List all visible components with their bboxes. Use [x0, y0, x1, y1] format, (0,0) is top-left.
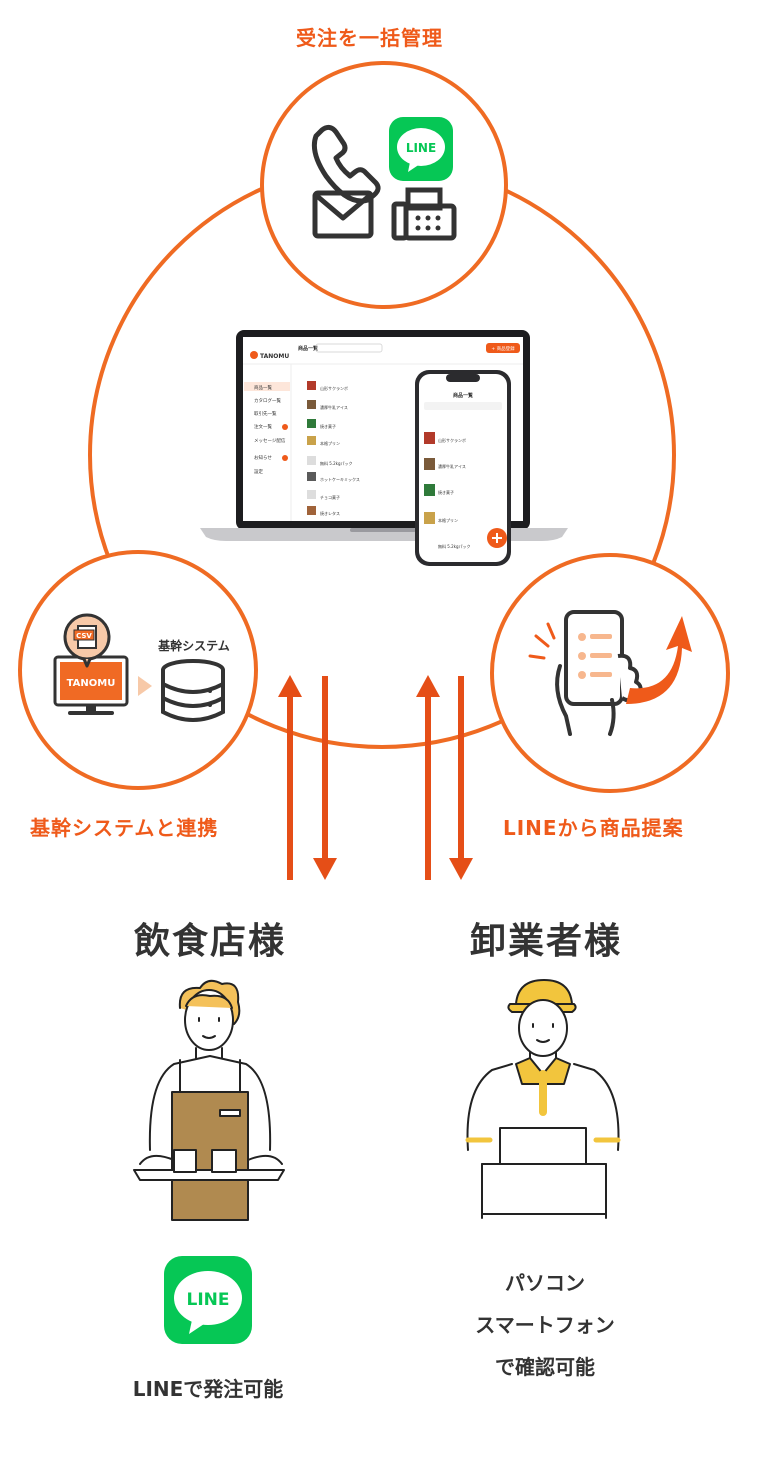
- line-proposal-circle: [490, 553, 730, 793]
- database-icon: [161, 659, 225, 722]
- svg-text:LINE: LINE: [406, 141, 436, 155]
- svg-text:無料 5.2kgパック: 無料 5.2kgパック: [320, 460, 353, 466]
- svg-text:注文一覧: 注文一覧: [254, 423, 272, 430]
- phone-icon: [311, 124, 381, 204]
- caption-line-2: スマートフォン: [475, 1313, 615, 1337]
- wholesaler-staff-illustration: [465, 979, 621, 1219]
- core-system-circle: TANOMU CSV 基幹システム: [18, 550, 258, 790]
- restaurant-staff-illustration: [133, 979, 285, 1221]
- svg-text:基幹システム: 基幹システム: [157, 638, 230, 653]
- share-arrow-icon: [626, 616, 692, 704]
- right-label: LINEから商品提案: [503, 816, 684, 840]
- svg-text:チョコ菓子: チョコ菓子: [320, 494, 340, 500]
- restaurant-caption: LINEで発注可能: [132, 1377, 284, 1401]
- svg-text:無料 5.2kgパック: 無料 5.2kgパック: [438, 543, 471, 549]
- fax-icon: [391, 187, 457, 241]
- desktop-sidebar: 商品一覧 カタログ一覧 取引先一覧 注文一覧 メッセージ配信 お知らせ 設定: [254, 384, 288, 475]
- svg-text:+ 商品登録: + 商品登録: [491, 345, 515, 352]
- svg-text:設定: 設定: [254, 468, 263, 475]
- svg-text:濃厚牛乳アイス: 濃厚牛乳アイス: [320, 404, 348, 410]
- svg-text:お知らせ: お知らせ: [254, 454, 272, 461]
- svg-text:本格プリン: 本格プリン: [320, 440, 340, 446]
- caption-line-3: で確認可能: [495, 1355, 595, 1379]
- caption-line-1: パソコン: [505, 1271, 585, 1295]
- svg-text:商品一覧: 商品一覧: [254, 384, 272, 391]
- flow-arrows: [278, 675, 473, 880]
- svg-text:カタログ一覧: カタログ一覧: [254, 397, 281, 404]
- svg-text:商品一覧: 商品一覧: [298, 345, 318, 352]
- svg-text:取引先一覧: 取引先一覧: [254, 410, 277, 417]
- restaurant-title: 飲食店様: [134, 921, 287, 962]
- line-logo-icon: LINE: [389, 117, 453, 181]
- svg-text:ホットケーキミックス: ホットケーキミックス: [320, 476, 360, 482]
- svg-text:CSV: CSV: [76, 632, 92, 640]
- smartphone-mockup: 商品一覧 山形サクランボ 濃厚牛乳アイス 焼き菓子 本格プリン 無料 5.2kg…: [415, 370, 511, 566]
- svg-text:メッセージ配信: メッセージ配信: [254, 437, 286, 444]
- svg-text:LINE: LINE: [187, 1290, 230, 1310]
- svg-text:TANOMU: TANOMU: [67, 678, 116, 689]
- desktop-product-list: 山形サクランボ 濃厚牛乳アイス 焼き菓子 本格プリン 無料 5.2kgパック ホ…: [307, 381, 360, 516]
- top-label: 受注を一括管理: [296, 26, 443, 50]
- svg-text:商品一覧: 商品一覧: [453, 392, 473, 399]
- left-label: 基幹システムと連携: [30, 816, 219, 840]
- mail-icon: [312, 190, 374, 239]
- svg-text:TANOMU: TANOMU: [260, 353, 289, 360]
- svg-text:焼きレタス: 焼きレタス: [320, 510, 340, 516]
- monitor-icon: TANOMU: [53, 655, 129, 715]
- svg-text:山形サクランボ: 山形サクランボ: [438, 437, 466, 443]
- svg-text:焼き菓子: 焼き菓子: [320, 423, 336, 429]
- wholesaler-caption: パソコン スマートフォン で確認可能: [445, 1262, 645, 1388]
- csv-file-icon: CSV: [63, 613, 111, 668]
- svg-text:本格プリン: 本格プリン: [438, 517, 458, 523]
- svg-text:山形サクランボ: 山形サクランボ: [320, 385, 348, 391]
- svg-text:焼き菓子: 焼き菓子: [438, 489, 454, 495]
- order-channels-circle: LINE: [260, 61, 508, 309]
- laptop-mockup: TANOMU 商品一覧 + 商品登録 商品一覧 カタログ一覧 取引先一覧 注文一…: [200, 330, 568, 541]
- svg-text:濃厚牛乳アイス: 濃厚牛乳アイス: [438, 463, 466, 469]
- line-app-logo: LINE: [164, 1256, 252, 1344]
- transfer-arrow-icon: [138, 676, 152, 696]
- wholesaler-title: 卸業者様: [470, 921, 623, 962]
